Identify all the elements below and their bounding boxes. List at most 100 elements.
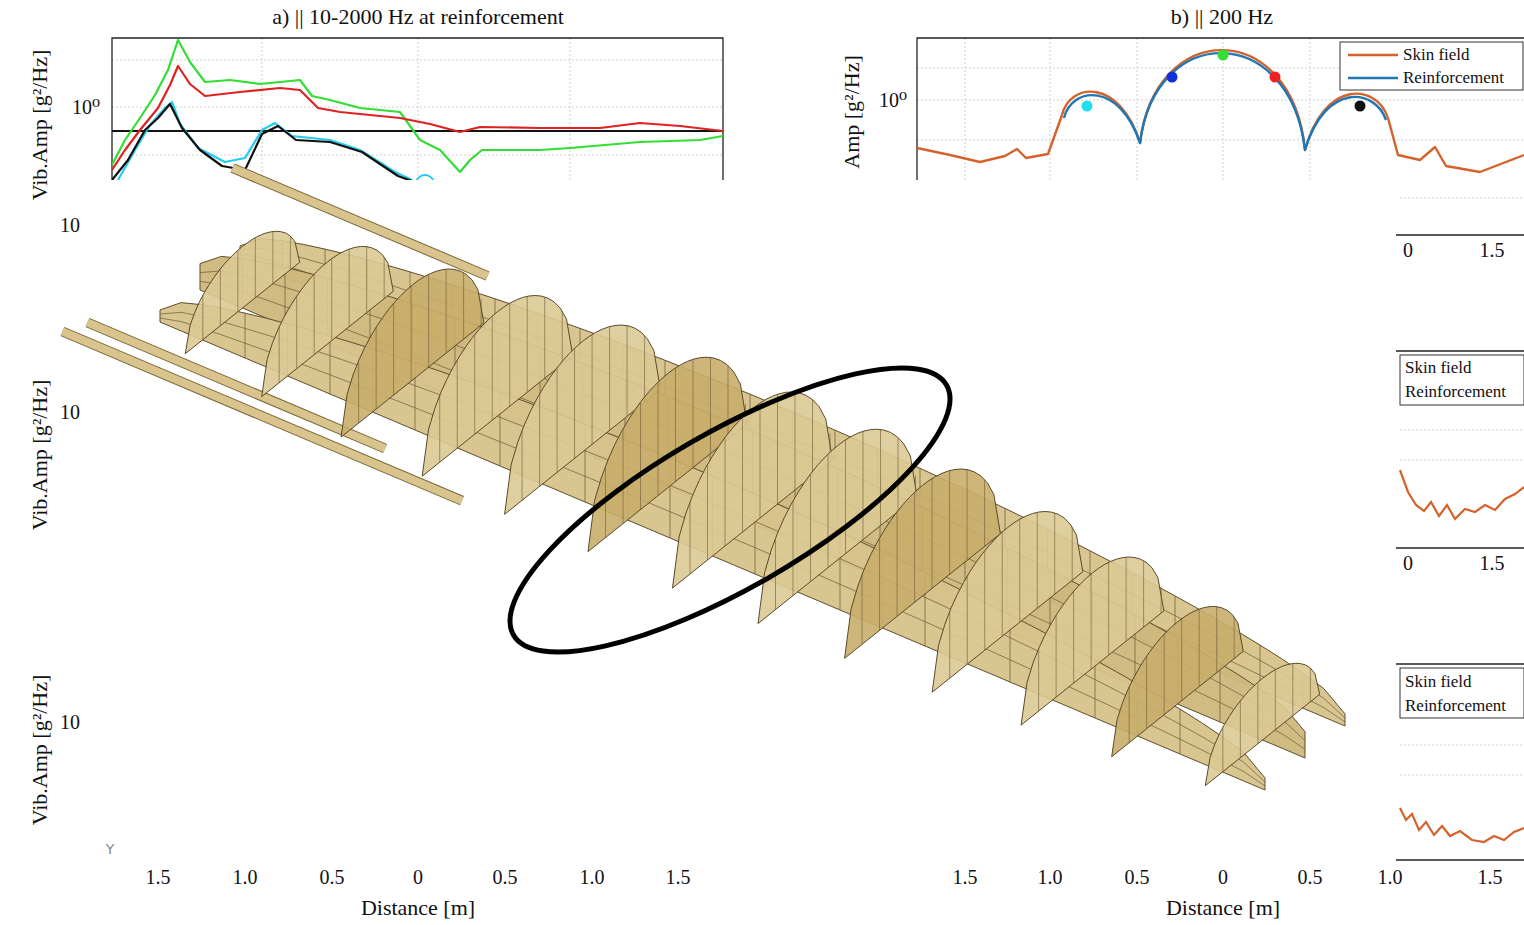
- mesh-line: [1129, 687, 1130, 743]
- mesh-line: [1164, 634, 1165, 714]
- grid-line: [1050, 38, 1051, 180]
- legend-entry: Skin field: [1405, 359, 1472, 378]
- mesh-line: [290, 236, 291, 270]
- mesh-line: [1073, 591, 1074, 683]
- curve-skin: [917, 115, 1062, 162]
- tick-label: 1.5: [953, 866, 978, 888]
- tick-label: 0.5: [1125, 866, 1150, 888]
- mesh-line: [237, 250, 238, 311]
- mesh-line: [245, 313, 246, 358]
- mesh-line: [1199, 609, 1200, 687]
- data-dot: [1218, 50, 1229, 61]
- mesh-line: [358, 361, 359, 423]
- plot-frame: [1396, 663, 1524, 664]
- mesh-line: [710, 357, 711, 453]
- grid-line: [1400, 775, 1524, 776]
- legend-entry: Reinforcement: [1405, 383, 1506, 402]
- mesh-line: [481, 299, 482, 325]
- girder-panel: [200, 256, 1305, 758]
- mesh-line: [557, 368, 558, 473]
- mesh-line: [967, 576, 968, 664]
- legend-entry: Skin field: [1403, 46, 1470, 65]
- plot-title: a) || 10-2000 Hz at reinforcement: [272, 5, 564, 29]
- grid-line: [1310, 38, 1311, 180]
- mesh-line: [1181, 619, 1182, 701]
- legend-entry: Reinforcement: [1403, 69, 1504, 88]
- mesh-line: [1091, 574, 1092, 669]
- tick-label: 0: [1218, 866, 1228, 888]
- legend-box: [1340, 42, 1523, 90]
- mesh-line: [845, 440, 846, 554]
- curve-skin: [1388, 118, 1524, 172]
- mesh-line: [314, 274, 315, 354]
- mesh-line: [296, 296, 297, 369]
- mesh-line: [728, 365, 729, 439]
- legend-box: [1400, 355, 1524, 405]
- mesh-line: [1038, 649, 1039, 711]
- grid-line: [1400, 460, 1524, 461]
- grid-line: [1137, 38, 1138, 180]
- mesh-line: [640, 402, 641, 510]
- mesh-line: [1072, 527, 1073, 580]
- plot-title: b) || 200 Hz: [1171, 5, 1273, 29]
- mesh-line: [1095, 660, 1096, 718]
- curve-skin: [1062, 50, 1388, 150]
- mesh-line: [777, 394, 778, 504]
- tick-label: 10⁰: [879, 89, 907, 111]
- tick-label: 0.5: [320, 866, 345, 888]
- mesh-line: [1275, 670, 1276, 730]
- tick-label: 0: [413, 866, 423, 888]
- mesh-line: [949, 471, 950, 575]
- mesh-line: [463, 273, 464, 339]
- mesh-line: [932, 479, 933, 589]
- mesh-line: [1216, 607, 1217, 673]
- mesh-line: [897, 512, 898, 617]
- tick-label: 0.5: [1298, 866, 1323, 888]
- mesh-line: [376, 327, 377, 409]
- mesh-line: [1310, 668, 1311, 702]
- data-dot: [1082, 101, 1093, 112]
- grid-line: [1400, 745, 1524, 746]
- mesh-line: [574, 348, 575, 458]
- mesh-line: [1143, 561, 1144, 627]
- mesh-line: [1234, 617, 1235, 659]
- legend-box: [1400, 668, 1524, 718]
- data-dot: [1270, 72, 1281, 83]
- mesh-line: [1257, 682, 1258, 743]
- mesh-line: [393, 303, 394, 395]
- mesh-line: [880, 429, 881, 525]
- mesh-line: [1002, 532, 1003, 636]
- mesh-line: [428, 274, 429, 367]
- grid-lines: [112, 38, 723, 180]
- mesh-line: [202, 295, 203, 339]
- tick-label: 1.0: [580, 866, 605, 888]
- axis-line: [1396, 859, 1524, 860]
- mesh-line: [544, 297, 545, 378]
- data-dot: [1355, 101, 1366, 112]
- mesh-line: [1222, 727, 1223, 771]
- axis-label: Vib.Amp [g²/Hz]: [28, 675, 52, 826]
- girder-panel: [160, 303, 1265, 790]
- mesh-line: [160, 312, 1265, 782]
- tick-label: 10: [60, 401, 80, 423]
- mesh-line: [707, 465, 708, 560]
- mesh-line: [879, 538, 880, 630]
- grid-line: [112, 60, 723, 61]
- mesh-line: [725, 438, 726, 546]
- mesh-line: [446, 269, 447, 353]
- mesh-line: [623, 429, 624, 524]
- tick-label: 1.5: [1478, 866, 1503, 888]
- mesh-line: [949, 611, 950, 678]
- highlight-ellipse: [474, 317, 985, 702]
- plot-frame: [917, 38, 1524, 180]
- mesh-line: [863, 431, 864, 539]
- tick-label: 1.5: [666, 866, 691, 888]
- tick-label: 1.0: [1378, 866, 1403, 888]
- data-dot: [1167, 72, 1178, 83]
- grid-line: [570, 38, 571, 180]
- axis-label: Distance [m]: [1166, 896, 1280, 920]
- plot-frame: [112, 38, 723, 180]
- mesh-line: [330, 336, 331, 394]
- grid-line: [418, 38, 419, 180]
- legend-sample: [1348, 77, 1398, 79]
